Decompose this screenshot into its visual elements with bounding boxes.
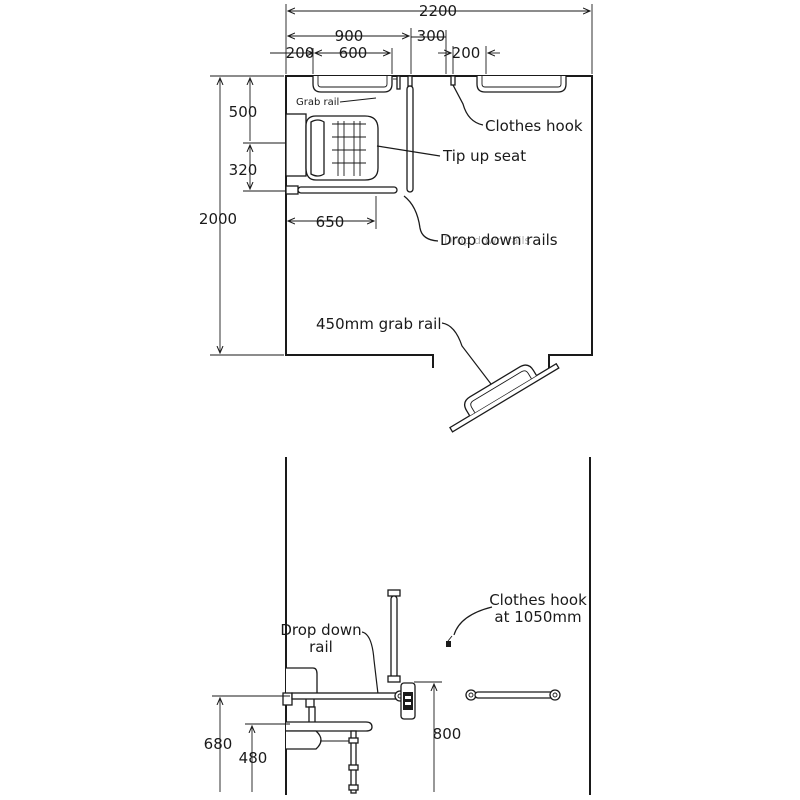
label-clothes-hook-2: at 1050mm <box>494 608 581 626</box>
dim-rail-height: 680 <box>204 735 233 753</box>
label-grab-rail-small: Grab rail <box>296 97 339 108</box>
plan-left-dimensions: 2000 500 320 650 <box>199 75 377 356</box>
plan-drop-down-rail-vertical <box>406 85 414 193</box>
plan-top-dimensions: 2200 900 200 600 300 200 <box>270 2 593 74</box>
plan-door: 450mm grab rail <box>316 315 560 433</box>
dim-gap: 300 <box>417 27 446 45</box>
elevation-view: Drop down rail <box>204 457 591 795</box>
elevation-drop-down-rail <box>291 690 406 702</box>
elevation-drop-down-label: Drop down rail <box>280 621 379 695</box>
plan-top-grab-rail-right <box>476 76 567 93</box>
elevation-dimensions: 680 480 800 <box>204 681 462 792</box>
plan-tip-up-seat: Tip up seat <box>285 113 526 181</box>
elevation-clothes-hook: Clothes hook at 1050mm <box>446 591 587 647</box>
label-clothes-hook-1: Clothes hook <box>489 591 587 609</box>
dim-seat-offset: 200 <box>286 44 315 62</box>
elevation-shower-valve <box>400 682 416 720</box>
plan-clothes-hook: Clothes hook <box>450 75 583 135</box>
plan-drop-down-rail-horizontal: Drop down rails Drop down rails <box>285 185 558 249</box>
elevation-vertical-grab-rail <box>387 589 401 683</box>
dim-grab-rail-height: 800 <box>433 725 462 743</box>
dim-rail-from-wall: 500 <box>229 103 258 121</box>
plan-view: 2200 900 200 600 300 200 2000 <box>199 2 593 433</box>
label-drop-down-1: Drop down <box>280 621 361 639</box>
dim-overall-width: 2200 <box>419 2 457 20</box>
label-drop-down-rails-shadow: Drop down rails <box>444 234 531 247</box>
dim-seat-height: 480 <box>239 749 268 767</box>
dim-hook-offset: 200 <box>452 44 481 62</box>
label-grab-rail-450: 450mm grab rail <box>316 315 442 333</box>
dim-seat-width: 650 <box>316 213 345 231</box>
label-drop-down-2: rail <box>309 638 333 656</box>
elevation-horizontal-grab-rail <box>465 689 561 701</box>
elevation-tip-up-seat <box>282 667 318 726</box>
plan-walls <box>285 75 593 368</box>
seat-slats <box>332 121 366 176</box>
elevation-fold-seat <box>286 721 373 794</box>
plan-top-grab-rail: Grab rail <box>296 75 401 108</box>
dim-seat-depth: 320 <box>229 161 258 179</box>
dim-seat-rail-length: 600 <box>339 44 368 62</box>
dim-rail-zone: 900 <box>335 27 364 45</box>
label-clothes-hook: Clothes hook <box>485 117 583 135</box>
label-tip-up-seat: Tip up seat <box>442 147 526 165</box>
label-drop-down-rails: Drop down rails <box>440 231 558 249</box>
dim-depth: 2000 <box>199 210 237 228</box>
